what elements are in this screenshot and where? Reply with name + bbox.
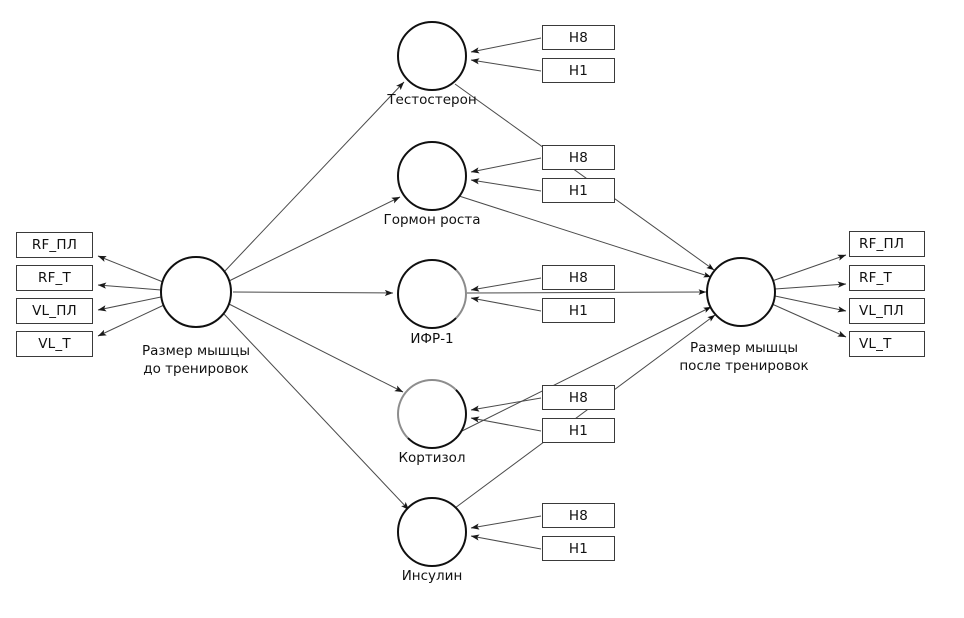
- latent-node-pre-label-line1: Размер мышцы: [142, 343, 250, 359]
- edges-h-to-igf1: [470, 277, 542, 312]
- indicator-right-vl-t[interactable]: VL_T: [849, 331, 925, 357]
- latent-node-post-label-line2: после тренировок: [679, 357, 809, 374]
- edges-h-to-insulin: [470, 515, 542, 550]
- latent-node-testosterone-label: Тестостерон: [387, 92, 477, 108]
- latent-node-cortisol[interactable]: [397, 379, 467, 449]
- latent-node-post-label-line1: Размер мышцы: [690, 340, 798, 356]
- latent-node-igf1[interactable]: [397, 259, 467, 329]
- latent-node-pre[interactable]: [160, 256, 232, 328]
- indicator-insulin-h8[interactable]: H8: [542, 503, 615, 528]
- latent-node-insulin-label: Инсулин: [401, 568, 463, 584]
- latent-node-post[interactable]: [706, 257, 776, 327]
- indicator-left-vl-t[interactable]: VL_T: [16, 331, 93, 357]
- indicator-igf1-h1[interactable]: H1: [542, 298, 615, 323]
- edges-pre-to-hormones: [223, 81, 410, 511]
- latent-node-pre-label-line2: до тренировок: [143, 360, 249, 377]
- indicator-right-rf-pl[interactable]: RF_ПЛ: [849, 231, 925, 257]
- indicator-left-vl-pl[interactable]: VL_ПЛ: [16, 298, 93, 324]
- edges-pre-to-left-indicators: [97, 255, 165, 337]
- indicator-insulin-h1[interactable]: H1: [542, 536, 615, 561]
- latent-node-growth-hormone[interactable]: [397, 141, 467, 211]
- latent-node-igf1-label: ИФР-1: [410, 331, 454, 347]
- indicator-cortisol-h1[interactable]: H1: [542, 418, 615, 443]
- indicator-right-vl-pl[interactable]: VL_ПЛ: [849, 298, 925, 324]
- indicator-left-rf-t[interactable]: RF_T: [16, 265, 93, 291]
- indicator-right-rf-t[interactable]: RF_T: [849, 265, 925, 291]
- latent-node-post-label: Размер мышцы после тренировок: [668, 340, 820, 375]
- indicator-left-rf-pl[interactable]: RF_ПЛ: [16, 232, 93, 258]
- edges-h-to-testosterone: [470, 37, 542, 72]
- latent-node-growth-hormone-label: Гормон роста: [383, 212, 481, 228]
- edges-h-to-cortisol: [470, 397, 542, 432]
- edges-post-to-right-indicators: [771, 254, 847, 338]
- edges-hormones-to-post: [454, 83, 716, 509]
- indicator-testosterone-h1[interactable]: H1: [542, 58, 615, 83]
- latent-node-pre-label: Размер мышцы до тренировок: [126, 343, 266, 378]
- indicator-growth-hormone-h8[interactable]: H8: [542, 145, 615, 170]
- edges-h-to-growth-hormone: [470, 157, 542, 192]
- indicator-cortisol-h8[interactable]: H8: [542, 385, 615, 410]
- indicator-testosterone-h8[interactable]: H8: [542, 25, 615, 50]
- indicator-igf1-h8[interactable]: H8: [542, 265, 615, 290]
- latent-node-cortisol-label: Кортизол: [398, 450, 466, 466]
- indicator-growth-hormone-h1[interactable]: H1: [542, 178, 615, 203]
- latent-node-testosterone[interactable]: [397, 21, 467, 91]
- latent-node-insulin[interactable]: [397, 497, 467, 567]
